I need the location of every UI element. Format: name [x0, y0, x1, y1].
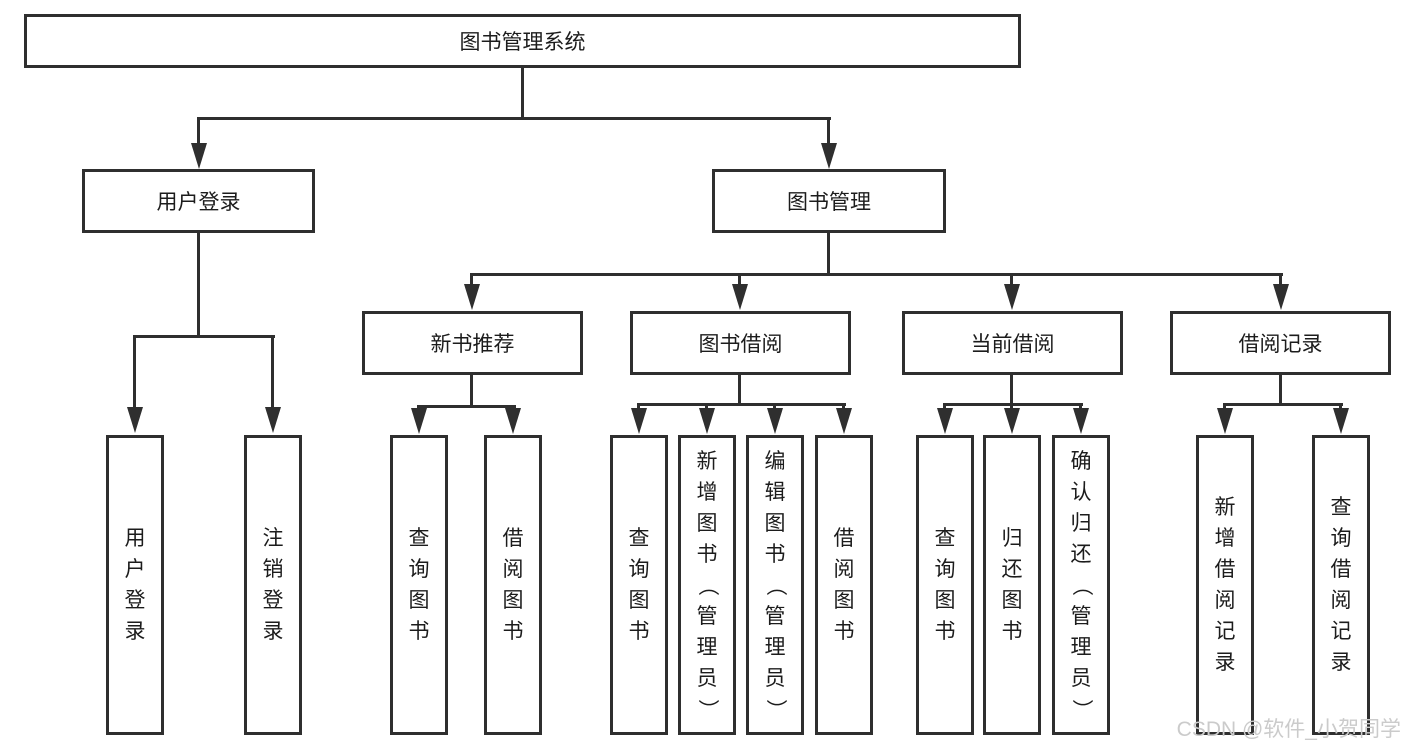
- node-book-management-label: 图书管理: [787, 191, 871, 214]
- arrow-down-icon: [1004, 284, 1020, 310]
- edge-to-leaf-query-record: [1339, 403, 1342, 409]
- leaf-user-login-label: 用户登录: [124, 527, 146, 643]
- leaf-query-book-current: 查询图书: [916, 435, 974, 735]
- node-user-login-label: 用户登录: [156, 191, 241, 214]
- arrow-down-icon: [1073, 408, 1089, 434]
- leaf-query-book-borrow-label: 查询图书: [628, 527, 650, 643]
- node-user-login: 用户登录: [82, 169, 315, 233]
- leaf-add-borrow-record: 新增借阅记录: [1196, 435, 1254, 735]
- edge-to-leaf-query-borrow: [637, 403, 640, 409]
- leaf-confirm-return-admin: 确认归还（管理员）: [1052, 435, 1110, 735]
- node-root-label: 图书管理系统: [459, 31, 586, 54]
- leaf-edit-book-admin-label: 编辑图书（管理员）: [763, 449, 787, 720]
- edge-new-book-connector: [417, 405, 516, 408]
- arrow-down-icon: [505, 408, 521, 434]
- arrow-down-icon: [631, 408, 647, 434]
- edge-to-leaf-add-book: [705, 403, 708, 409]
- node-book-management: 图书管理: [712, 169, 946, 233]
- leaf-borrow-book-recommend-label: 借阅图书: [502, 527, 524, 643]
- edge-to-leaf-edit-book: [773, 403, 776, 409]
- node-new-book-recommend: 新书推荐: [362, 311, 583, 375]
- edge-borrow-records-connector: [1223, 403, 1343, 406]
- leaf-confirm-return-admin-label: 确认归还（管理员）: [1069, 449, 1093, 720]
- edge-root-stem: [521, 68, 524, 117]
- edge-new-book-stem: [470, 375, 473, 405]
- edge-book-management-connector: [470, 273, 1283, 276]
- arrow-down-icon: [191, 143, 207, 169]
- leaf-query-book-current-label: 查询图书: [934, 527, 956, 643]
- edge-to-leaf-logout: [271, 335, 274, 408]
- arrow-down-icon: [1217, 408, 1233, 434]
- arrow-down-icon: [836, 408, 852, 434]
- node-new-book-recommend-label: 新书推荐: [430, 333, 515, 356]
- leaf-return-book: 归还图书: [983, 435, 1041, 735]
- leaf-logout-label: 注销登录: [262, 527, 284, 643]
- edge-borrow-records-stem: [1279, 375, 1282, 403]
- leaf-query-borrow-record: 查询借阅记录: [1312, 435, 1370, 735]
- edge-to-new-book-recommend: [470, 273, 473, 286]
- arrow-down-icon: [767, 408, 783, 434]
- arrow-down-icon: [265, 407, 281, 433]
- edge-to-user-login: [197, 117, 200, 145]
- csdn-watermark: CSDN @软件_小贺同学: [1176, 718, 1401, 741]
- node-book-borrow-label: 图书借阅: [698, 333, 783, 356]
- leaf-add-book-admin-label: 新增图书（管理员）: [695, 449, 719, 720]
- arrow-down-icon: [821, 143, 837, 169]
- arrow-down-icon: [732, 284, 748, 310]
- arrow-down-icon: [1004, 408, 1020, 434]
- edge-to-leaf-user-login: [133, 335, 136, 408]
- arrow-down-icon: [1273, 284, 1289, 310]
- leaf-user-login: 用户登录: [106, 435, 164, 735]
- arrow-down-icon: [1333, 408, 1349, 434]
- edge-book-borrow-stem: [738, 375, 741, 403]
- edge-to-leaf-borrow-book: [842, 403, 845, 409]
- leaf-query-book-recommend-label: 查询图书: [408, 527, 430, 643]
- leaf-logout: 注销登录: [244, 435, 302, 735]
- leaf-add-borrow-record-label: 新增借阅记录: [1214, 496, 1236, 674]
- arrow-down-icon: [699, 408, 715, 434]
- leaf-query-borrow-record-label: 查询借阅记录: [1330, 496, 1352, 674]
- leaf-query-book-borrow: 查询图书: [610, 435, 668, 735]
- node-borrow-records-label: 借阅记录: [1238, 333, 1323, 356]
- leaf-edit-book-admin: 编辑图书（管理员）: [746, 435, 804, 735]
- edge-to-leaf-return-book: [1010, 403, 1013, 409]
- edge-to-leaf-query-current: [943, 403, 946, 409]
- node-current-borrow: 当前借阅: [902, 311, 1123, 375]
- edge-to-leaf-add-record: [1223, 403, 1226, 409]
- edge-to-current-borrow: [1010, 273, 1013, 286]
- leaf-borrow-book-label: 借阅图书: [833, 527, 855, 643]
- leaf-query-book-recommend: 查询图书: [390, 435, 448, 735]
- arrow-down-icon: [464, 284, 480, 310]
- arrow-down-icon: [937, 408, 953, 434]
- edge-book-management-stem: [827, 233, 830, 273]
- arrow-down-icon: [411, 408, 427, 434]
- edge-user-login-stem: [197, 233, 200, 335]
- edge-to-borrow-records: [1279, 273, 1282, 286]
- node-root: 图书管理系统: [24, 14, 1021, 68]
- edge-root-connector: [197, 117, 831, 120]
- leaf-add-book-admin: 新增图书（管理员）: [678, 435, 736, 735]
- edge-book-borrow-connector: [637, 403, 846, 406]
- edge-user-login-connector: [133, 335, 275, 338]
- edge-to-book-management: [827, 117, 830, 145]
- node-book-borrow: 图书借阅: [630, 311, 851, 375]
- leaf-borrow-book-recommend: 借阅图书: [484, 435, 542, 735]
- edge-current-borrow-stem: [1010, 375, 1013, 403]
- node-borrow-records: 借阅记录: [1170, 311, 1391, 375]
- leaf-borrow-book: 借阅图书: [815, 435, 873, 735]
- edge-to-book-borrow: [738, 273, 741, 286]
- arrow-down-icon: [127, 407, 143, 433]
- edge-to-leaf-confirm-return: [1079, 403, 1082, 409]
- edge-current-borrow-connector: [943, 403, 1083, 406]
- node-current-borrow-label: 当前借阅: [970, 333, 1055, 356]
- leaf-return-book-label: 归还图书: [1001, 527, 1023, 643]
